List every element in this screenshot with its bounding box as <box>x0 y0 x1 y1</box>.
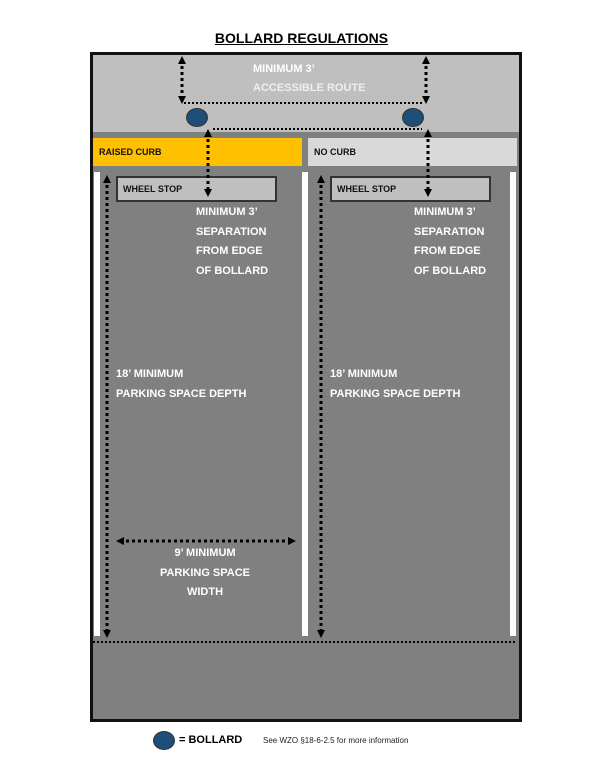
accessible-route-area <box>93 55 519 132</box>
legend-label: = BOLLARD <box>179 734 243 746</box>
wheel-stop-left: WHEEL STOP <box>116 176 277 202</box>
depth-label-right: 18’ MINIMUM PARKING SPACE DEPTH <box>330 365 460 404</box>
stall-stripe-right <box>510 172 516 636</box>
route-label-2: ACCESSIBLE ROUTE <box>253 82 366 94</box>
text-line: OF BOLLARD <box>414 264 487 277</box>
text-line: 9’ MINIMUM <box>174 547 236 559</box>
text-line: SEPARATION <box>414 225 485 238</box>
bollard-right <box>402 108 424 127</box>
stall-stripe-left <box>94 172 100 636</box>
text-line: FROM EDGE <box>196 245 263 257</box>
stall-stripe-middle <box>302 172 308 636</box>
text-line: PARKING SPACE <box>159 566 251 579</box>
depth-label-left: 18’ MINIMUM PARKING SPACE DEPTH <box>116 365 246 404</box>
text-line: FROM EDGE <box>414 245 481 257</box>
legend-note: See WZO §18-6-2.5 for more information <box>263 736 409 745</box>
route-label-1: MINIMUM 3’ <box>253 63 315 75</box>
raised-curb: RAISED CURB <box>93 138 302 166</box>
no-curb: NO CURB <box>308 138 517 166</box>
text-line: PARKING SPACE DEPTH <box>116 387 247 400</box>
text-line: 18’ MINIMUM <box>116 368 184 380</box>
text-line: PARKING SPACE DEPTH <box>330 387 461 400</box>
separation-label-left: MINIMUM 3’ SEPARATION FROM EDGE OF BOLLARD <box>196 203 268 281</box>
width-label: 9’ MINIMUM PARKING SPACE WIDTH <box>150 544 260 603</box>
text-line: MINIMUM 3’ <box>196 206 258 218</box>
text-line: MINIMUM 3’ <box>414 206 476 218</box>
text-line: WIDTH <box>186 586 224 598</box>
bollard-left <box>186 108 208 127</box>
page-title: BOLLARD REGULATIONS <box>214 30 389 46</box>
wheel-stop-right: WHEEL STOP <box>330 176 491 202</box>
separation-label-right: MINIMUM 3’ SEPARATION FROM EDGE OF BOLLARD <box>414 203 486 281</box>
text-line: 18’ MINIMUM <box>330 368 398 380</box>
text-line: OF BOLLARD <box>196 264 269 277</box>
legend-bollard-icon <box>153 731 175 750</box>
text-line: SEPARATION <box>196 225 267 238</box>
